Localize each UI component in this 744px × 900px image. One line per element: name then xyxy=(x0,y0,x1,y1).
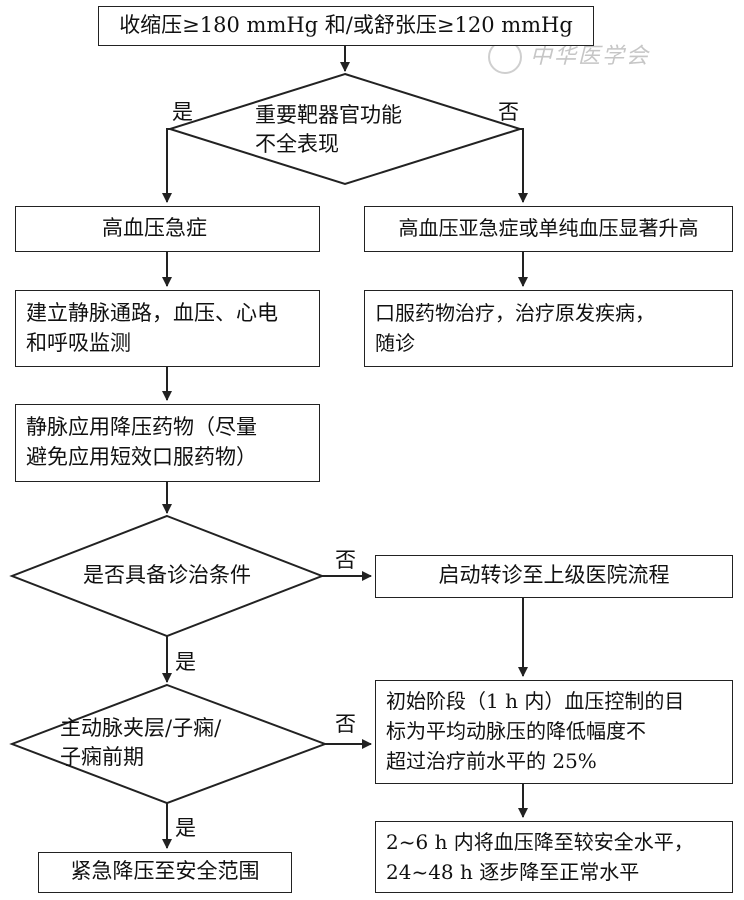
urgency-box: 高血压亚急症或单纯血压显著升高 xyxy=(364,206,733,252)
later-target-line-2: 24~48 h 逐步降至正常水平 xyxy=(386,860,640,884)
later-target-line-1: 2~6 h 内将血压降至较安全水平， xyxy=(386,830,694,854)
edge-label-d2-no: 否 xyxy=(335,548,356,572)
transfer-label: 启动转诊至上级医院流程 xyxy=(438,563,670,587)
decision-3-line-1: 主动脉夹层/子痫/ xyxy=(60,716,222,740)
urgent-reduction-box: 紧急降压至安全范围 xyxy=(38,852,292,893)
decision-3-line-2: 子痫前期 xyxy=(60,745,144,769)
emergency-label: 高血压急症 xyxy=(102,216,207,240)
iv-access-box: 建立静脉通路，血压、心电 和呼吸监测 xyxy=(15,290,320,367)
decision-1-line-2: 不全表现 xyxy=(255,132,339,156)
decision-diamond-1 xyxy=(166,72,524,186)
iv-drug-line-2: 避免应用短效口服药物） xyxy=(26,445,257,469)
iv-access-line-2: 和呼吸监测 xyxy=(26,331,131,355)
start-label: 收缩压≥180 mmHg 和/或舒张压≥120 mmHg xyxy=(119,13,573,37)
decision-1-line-1: 重要靶器官功能 xyxy=(255,103,402,127)
initial-target-line-2: 标为平均动脉压的降低幅度不 xyxy=(386,719,646,743)
initial-target-box: 初始阶段（1 h 内）血压控制的目 标为平均动脉压的降低幅度不 超过治疗前水平的… xyxy=(375,680,733,784)
later-target-box: 2~6 h 内将血压降至较安全水平， 24~48 h 逐步降至正常水平 xyxy=(375,821,733,893)
edge-label-d1-yes: 是 xyxy=(172,100,193,124)
oral-treatment-line-2: 随诊 xyxy=(375,331,415,355)
decision-2-label: 是否具备诊治条件 xyxy=(30,561,304,590)
edge-label-d2-yes: 是 xyxy=(175,650,196,674)
decision-1-label: 重要靶器官功能 不全表现 xyxy=(225,101,465,159)
decision-2-line-1: 是否具备诊治条件 xyxy=(83,563,251,587)
start-box: 收缩压≥180 mmHg 和/或舒张压≥120 mmHg xyxy=(98,6,594,46)
oral-treatment-box: 口服药物治疗，治疗原发疾病， 随诊 xyxy=(364,290,733,367)
urgent-reduction-label: 紧急降压至安全范围 xyxy=(70,859,260,883)
iv-access-line-1: 建立静脉通路，血压、心电 xyxy=(26,301,278,325)
urgency-label: 高血压亚急症或单纯血压显著升高 xyxy=(398,216,699,240)
edge-label-d3-no: 否 xyxy=(335,712,356,736)
edge-label-d1-no: 否 xyxy=(498,100,519,124)
iv-drug-box: 静脉应用降压药物（尽量 避免应用短效口服药物） xyxy=(15,404,320,482)
edge-d1-no xyxy=(518,128,528,203)
oral-treatment-line-1: 口服药物治疗，治疗原发疾病， xyxy=(375,301,655,325)
watermark: 中华医学会 xyxy=(488,38,650,74)
iv-drug-line-1: 静脉应用降压药物（尽量 xyxy=(26,415,257,439)
decision-3-label: 主动脉夹层/子痫/ 子痫前期 xyxy=(60,714,290,772)
initial-target-line-1: 初始阶段（1 h 内）血压控制的目 xyxy=(386,689,685,713)
transfer-box: 启动转诊至上级医院流程 xyxy=(375,555,733,598)
initial-target-line-3: 超过治疗前水平的 25% xyxy=(386,749,597,773)
emergency-box: 高血压急症 xyxy=(15,206,320,252)
edge-label-d3-yes: 是 xyxy=(175,816,196,840)
edge-d1-yes xyxy=(162,128,172,203)
